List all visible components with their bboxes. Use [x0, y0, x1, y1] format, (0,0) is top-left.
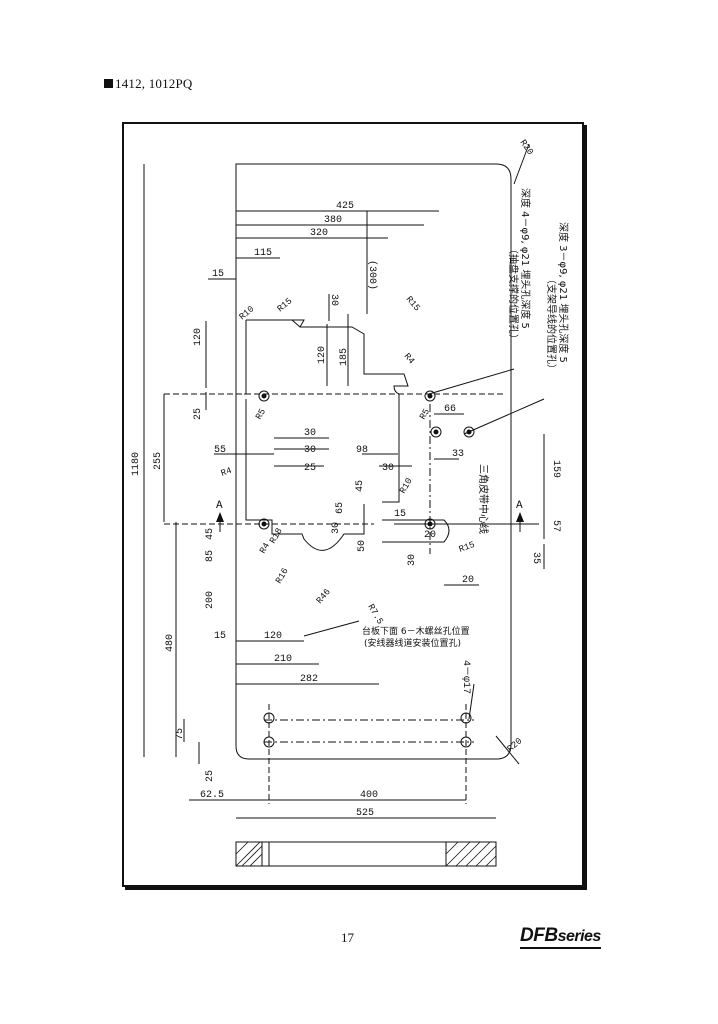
dim-1180: 1180: [131, 452, 142, 476]
page-header: 1412, 1012PQ: [104, 76, 193, 92]
hole-icon: [463, 426, 475, 438]
radius-label: R4: [258, 541, 272, 555]
brand-logo: DFBseries: [520, 926, 601, 949]
square-bullet-icon: [104, 79, 113, 88]
radius-label: R46: [315, 587, 333, 606]
section-mark-a: A: [516, 500, 523, 512]
hole-icon: [263, 736, 275, 748]
dim-380: 380: [324, 215, 342, 226]
dim-25: 25: [205, 770, 216, 782]
dim-50: 50: [357, 540, 368, 552]
plate-outline: [235, 163, 512, 760]
dim-15: 15: [214, 631, 226, 642]
dim-45: 45: [205, 528, 216, 540]
section-mark-a: A: [216, 500, 223, 512]
dim-159: 159: [550, 460, 561, 478]
hole-icon: [430, 426, 442, 438]
radius-label: R5: [254, 407, 268, 421]
section-arrows: [216, 512, 524, 522]
dim-98: 98: [356, 445, 368, 456]
note-screw-sub: (安线器线道安装位置孔): [364, 637, 461, 649]
radius-label: R10: [398, 476, 415, 495]
dim-15: 15: [394, 509, 406, 520]
dim-30: 30: [382, 463, 394, 474]
dim-25: 25: [193, 408, 204, 420]
dim-185: 185: [339, 348, 350, 366]
radius-label: R16: [274, 566, 291, 585]
radius-label: R20: [518, 138, 535, 157]
dim-480: 480: [165, 634, 176, 652]
hole-icon: [258, 390, 270, 402]
page-number: 17: [341, 930, 354, 945]
radius-label: R18: [268, 526, 285, 545]
dim-20: 20: [462, 575, 474, 586]
note-screw: 台板下面 6－木螺丝孔位置: [362, 625, 470, 637]
dim-85: 85: [205, 550, 216, 562]
dim-45: 45: [355, 480, 366, 492]
dim-115: 115: [254, 248, 272, 259]
arrow-up-icon: [216, 512, 224, 522]
dim-320: 320: [310, 228, 328, 239]
section-hatch: [235, 841, 497, 867]
arrow-up-icon: [516, 512, 524, 522]
hole-icon: [424, 518, 436, 530]
dim-33: 33: [452, 449, 464, 460]
note-holes-4-sub: （抽盘支撑的位置孔）: [507, 244, 520, 344]
radius-label: R15: [404, 295, 422, 314]
dim-400: 400: [360, 790, 378, 801]
dim-255: 255: [153, 452, 164, 470]
brand-sub: series: [557, 928, 602, 945]
radius-label: R15: [458, 540, 477, 555]
holes: [258, 390, 475, 748]
dim-200: 200: [205, 591, 216, 609]
dim-62-5: 62.5: [200, 790, 224, 801]
belt-slot: [382, 519, 450, 543]
hole-icon: [258, 518, 270, 530]
dim-57: 57: [550, 520, 561, 532]
hole-icon: [460, 712, 472, 724]
hole-icon: [263, 712, 275, 724]
note-holes-17: 4－φ17: [460, 660, 471, 694]
dim-300: (300): [366, 260, 378, 290]
model-title: 1412, 1012PQ: [115, 76, 193, 91]
note-holes-4: 深度 4－φ9, φ21 埋头孔深度 5: [519, 188, 532, 329]
dim-120: 120: [317, 346, 328, 364]
radius-label: R4: [402, 352, 417, 367]
hole-icon: [424, 390, 436, 402]
dim-20: 20: [424, 530, 436, 541]
dim-25: 25: [304, 463, 316, 474]
dim-66: 66: [444, 404, 456, 415]
drawing-frame: 425 380 320 115 15 55 30 30 25 98 30 15 …: [122, 122, 584, 887]
dim-120: 120: [264, 631, 282, 642]
dim-525: 525: [356, 808, 374, 819]
dim-30: 30: [331, 522, 342, 534]
dim-425: 425: [336, 201, 354, 212]
dim-55: 55: [214, 445, 226, 456]
radius-label: R15: [276, 296, 295, 314]
brand-main: DFB: [520, 925, 558, 946]
dim-75: 75: [175, 728, 186, 740]
note-belt-center: 三角皮带中心线: [477, 464, 490, 534]
dim-120: 120: [193, 328, 204, 346]
dim-210: 210: [274, 654, 292, 665]
table-plate-drawing: 425 380 320 115 15 55 30 30 25 98 30 15 …: [131, 138, 570, 867]
radius-label: R4: [220, 466, 234, 479]
dim-30: 30: [407, 554, 418, 566]
dim-15: 15: [212, 269, 224, 280]
radius-label: R5: [418, 407, 432, 421]
dim-65: 65: [335, 502, 346, 514]
dim-35: 35: [530, 552, 541, 564]
dim-30: 30: [328, 294, 339, 306]
dim-30: 30: [304, 428, 316, 439]
hole-icon: [460, 736, 472, 748]
dim-282: 282: [300, 674, 318, 685]
note-holes-3: 深度 3－φ9, φ21 埋头孔深度 5: [557, 222, 570, 363]
lower-opening: [245, 399, 365, 551]
dim-30: 30: [304, 445, 316, 456]
note-holes-3-sub: （支架导线的位置孔）: [545, 274, 558, 374]
radius-label: R7.5: [365, 603, 384, 627]
notch: [292, 319, 305, 328]
